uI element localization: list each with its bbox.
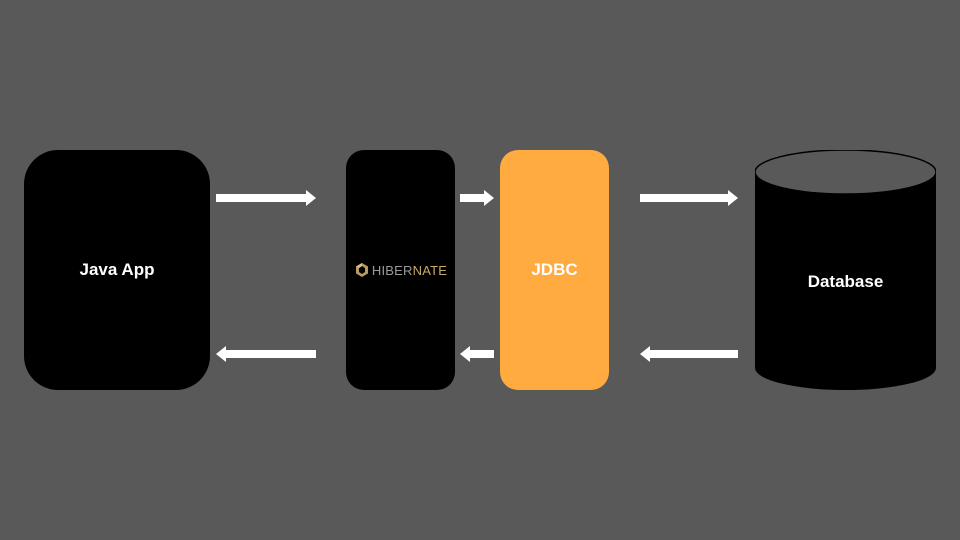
- hibernate-logo-text-b: NATE: [412, 262, 448, 278]
- arrow-database-to-jdbc: [640, 346, 738, 362]
- java-app-label: Java App: [79, 260, 155, 279]
- database-node: Database: [755, 150, 936, 390]
- arrow-java-to-hibernate: [216, 190, 316, 206]
- arrow-jdbc-to-database: [640, 190, 738, 206]
- arrow-hibernate-to-jdbc: [460, 190, 494, 206]
- java-app-node: Java App: [24, 150, 210, 390]
- hibernate-logo-icon: [355, 263, 368, 277]
- hibernate-logo-text-a: HIBER: [371, 262, 413, 278]
- hibernate-logo: HIBERNATE: [354, 262, 447, 278]
- jdbc-label: JDBC: [531, 260, 578, 279]
- arrow-jdbc-to-hibernate: [460, 346, 494, 362]
- arrow-hibernate-to-java: [216, 346, 316, 362]
- database-label: Database: [807, 272, 884, 291]
- jdbc-node: JDBC: [500, 150, 609, 390]
- hibernate-node: HIBERNATE: [346, 150, 455, 390]
- database-cylinder: [755, 150, 936, 390]
